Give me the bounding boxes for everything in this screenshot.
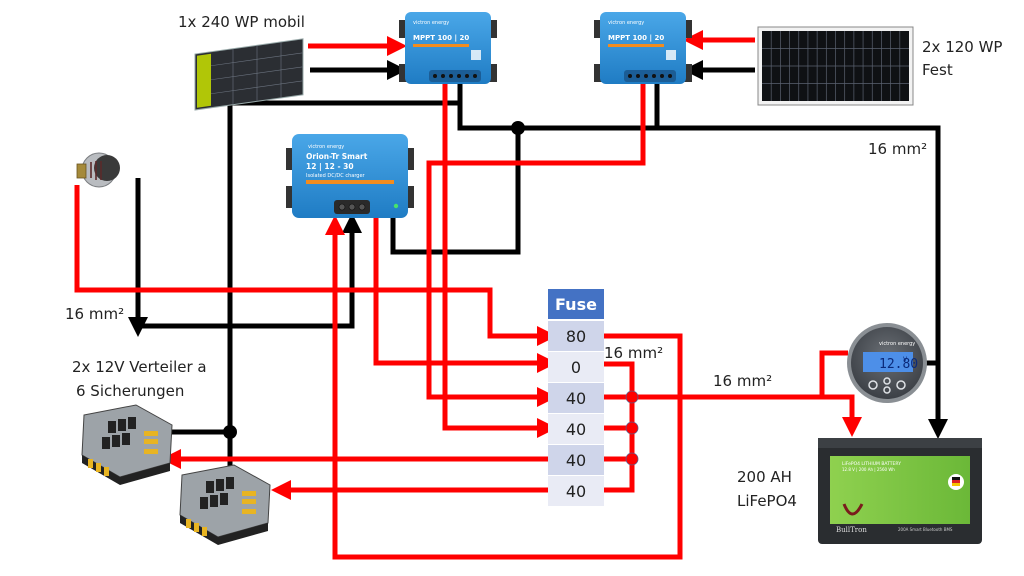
label-cable-top-right: 16 mm² <box>868 140 927 158</box>
fuse-row <box>548 321 604 351</box>
bmv-down-button[interactable] <box>883 386 891 394</box>
lifepo4-battery: LiFePO4 LITHIUM BATTERY 12.8 V | 200 Ah … <box>818 438 982 544</box>
wire-mppt-left-neg-bus <box>457 100 948 439</box>
wire-orion-neg <box>390 128 521 255</box>
junction-fuse-a <box>625 390 639 404</box>
fuse-rating: 40 <box>566 420 586 439</box>
fuse-rating: 0 <box>571 358 581 377</box>
bmv-unit: V <box>903 356 908 363</box>
fuse-rating: 40 <box>566 451 586 470</box>
fixed-solar-panel <box>757 26 914 106</box>
fuse-distributor-2 <box>179 464 271 545</box>
orion-brand: victron energy <box>308 144 344 150</box>
wire-bmv-pos <box>819 350 848 397</box>
label-mobile-panel: 1x 240 WP mobil <box>178 13 305 31</box>
positive-wires <box>74 30 862 560</box>
battery-bms: 200A Smart Bluetooth BMS <box>898 527 953 532</box>
orion-model-1: Orion-Tr Smart <box>306 152 368 161</box>
mobile-solar-panel <box>194 38 304 111</box>
fuse-rating: 40 <box>566 389 586 408</box>
wire-fuse80-out <box>325 215 683 560</box>
fuse-row <box>548 352 604 382</box>
fuse-distributor-1 <box>81 404 173 485</box>
label-distributor-1: 2x 12V Verteiler a <box>72 358 207 376</box>
label-battery-2: LiFePO4 <box>737 492 797 510</box>
orion-dcdc-charger: victron energy Orion-Tr Smart 12 | 12 - … <box>286 134 414 218</box>
label-battery-1: 200 AH <box>737 468 792 486</box>
junction-fuse-c <box>625 452 639 466</box>
negative-wires <box>128 60 948 475</box>
label-cable-fuse: 16 mm² <box>604 344 663 362</box>
wire-mppt-left-pos <box>442 80 557 438</box>
fuse-row <box>548 414 604 444</box>
wire-alt-pos <box>74 185 557 346</box>
mppt-right: victron energy MPPT 100 | 20 <box>594 12 692 84</box>
junction-fuse-b <box>625 421 639 435</box>
fuse-header <box>548 289 604 319</box>
junction-dist <box>223 425 237 439</box>
bmv-brand: victron energy <box>879 341 915 347</box>
orion-subtitle: Isolated DC/DC charger <box>306 173 366 179</box>
bmv-setup-button[interactable] <box>868 380 878 390</box>
orion-model-2: 12 | 12 - 30 <box>306 162 354 172</box>
fuse-header-label: Fuse <box>555 295 597 314</box>
fuse-table: Fuse 80 0 40 40 40 40 <box>548 289 604 506</box>
battery-brand: BullTron <box>836 526 867 534</box>
fuse-rating: 40 <box>566 482 586 501</box>
battery-spec: 12.8 V | 200 Ah | 2560 Wh <box>842 467 895 472</box>
fuse-rating: 80 <box>566 327 586 346</box>
bmv-reading: 12.80 <box>879 357 918 372</box>
bmv-up-button[interactable] <box>883 377 891 385</box>
mppt-right-brand: victron energy <box>608 20 644 26</box>
junction-top <box>511 121 525 135</box>
fuse-row <box>548 445 604 475</box>
alternator <box>76 152 120 188</box>
label-cable-battery: 16 mm² <box>713 372 772 390</box>
wire-orion-out <box>373 206 557 373</box>
fuse-row <box>548 383 604 413</box>
label-distributor-2: 6 Sicherungen <box>76 382 184 400</box>
wire-battery-pos <box>632 394 862 437</box>
battery-title: LiFePO4 LITHIUM BATTERY <box>842 461 901 467</box>
label-cable-alternator: 16 mm² <box>65 305 124 323</box>
mppt-right-model: MPPT 100 | 20 <box>608 34 664 43</box>
label-fixed-panel-2: Fest <box>922 61 953 79</box>
fuse-row <box>548 476 604 506</box>
mppt-left-model: MPPT 100 | 20 <box>413 34 469 43</box>
wire-alt-neg-2 <box>138 213 362 329</box>
bmv-select-button[interactable] <box>896 380 906 390</box>
wire-mppt-right-pos <box>426 80 646 407</box>
label-fixed-panel-1: 2x 120 WP <box>922 38 1002 56</box>
mppt-left: victron energy MPPT 100 | 20 <box>399 12 497 84</box>
battery-monitor: victron energy 12.80 V <box>847 323 927 403</box>
mppt-left-brand: victron energy <box>413 20 449 26</box>
